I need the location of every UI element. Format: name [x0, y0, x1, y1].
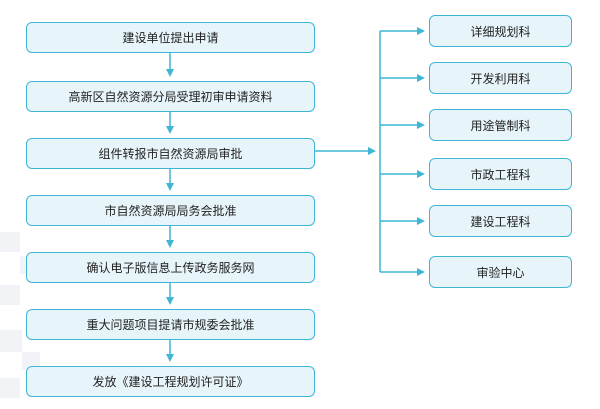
step-6-box: 重大问题项目提请市规委会批准 — [26, 309, 315, 340]
step-5-box: 确认电子版信息上传政务服务网 — [26, 252, 315, 283]
department-box: 审验中心 — [429, 256, 572, 288]
department-label: 建设工程科 — [470, 214, 531, 229]
department-box: 建设工程科 — [429, 205, 572, 237]
background-decoration — [0, 330, 22, 352]
step-label: 确认电子版信息上传政务服务网 — [86, 261, 255, 275]
step-label: 建设单位提出申请 — [122, 31, 219, 45]
department-box: 用途管制科 — [429, 109, 572, 141]
background-decoration — [0, 232, 20, 252]
step-label: 高新区自然资源分局受理初审申请资料 — [68, 90, 273, 104]
department-label: 详细规划科 — [470, 24, 531, 39]
department-box: 详细规划科 — [429, 15, 572, 47]
step-4-box: 市自然资源局局务会批准 — [26, 195, 315, 226]
step-label: 发放《建设工程规划许可证》 — [92, 375, 249, 389]
background-decoration — [0, 378, 20, 398]
department-label: 审验中心 — [476, 265, 525, 280]
department-label: 用途管制科 — [470, 118, 531, 133]
step-1-box: 建设单位提出申请 — [26, 22, 315, 53]
step-label: 组件转报市自然资源局审批 — [98, 147, 243, 161]
step-label: 市自然资源局局务会批准 — [104, 204, 237, 218]
background-decoration — [0, 285, 20, 305]
step-2-box: 高新区自然资源分局受理初审申请资料 — [26, 81, 315, 112]
step-7-box: 发放《建设工程规划许可证》 — [26, 366, 315, 397]
step-label: 重大问题项目提请市规委会批准 — [86, 318, 255, 332]
department-label: 开发利用科 — [470, 71, 531, 86]
background-decoration — [22, 352, 40, 370]
department-label: 市政工程科 — [470, 167, 531, 182]
department-box: 开发利用科 — [429, 62, 572, 94]
step-3-box: 组件转报市自然资源局审批 — [26, 138, 315, 169]
department-box: 市政工程科 — [429, 158, 572, 190]
